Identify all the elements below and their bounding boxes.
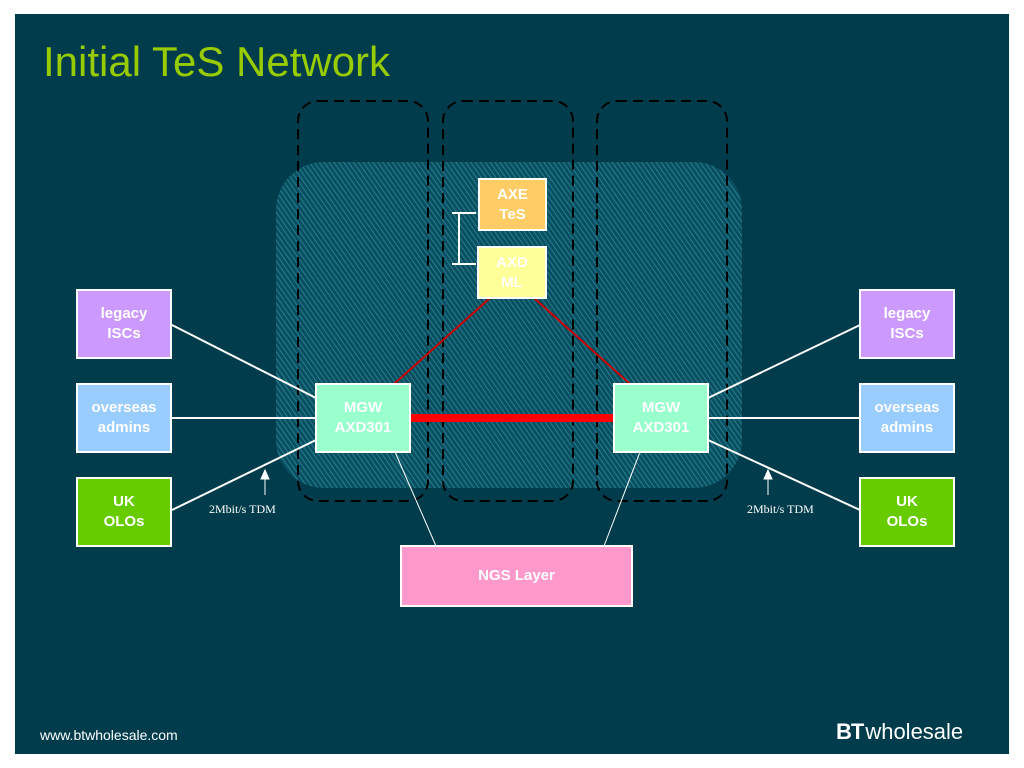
bt-logo-text: wholesale	[865, 719, 964, 744]
left-uk-olos-node: UK OLOs	[76, 477, 172, 547]
link-right-olo	[707, 439, 861, 511]
right-tdm-label: 2Mbit/s TDM	[747, 502, 814, 516]
slide-title: Initial TeS Network	[43, 38, 391, 85]
arrowhead-right-tdm	[763, 468, 773, 480]
arrowhead-left-tdm	[260, 468, 270, 480]
right-legacy-iscs-node: legacy ISCs	[859, 289, 955, 359]
link-axd-mgw-right	[533, 297, 631, 385]
axe-tes-node: AXE TeS	[478, 178, 547, 231]
left-overseas-admins-node: overseas admins	[76, 383, 172, 453]
link-left-isc	[171, 324, 317, 399]
ngs-layer-node: NGS Layer	[400, 545, 633, 607]
bt-logo-mark: BT	[836, 719, 864, 744]
footer-url-link[interactable]: www.btwholesale.com	[40, 727, 178, 743]
axe-axd-bracket	[452, 212, 476, 265]
right-overseas-admins-node: overseas admins	[859, 383, 955, 453]
link-mgw-right-ngs	[603, 451, 641, 547]
link-left-olo	[171, 439, 317, 511]
mgw-left-node: MGW AXD301	[315, 383, 411, 453]
mgw-right-node: MGW AXD301	[613, 383, 709, 453]
link-right-isc	[707, 324, 861, 399]
right-uk-olos-node: UK OLOs	[859, 477, 955, 547]
left-legacy-iscs-node: legacy ISCs	[76, 289, 172, 359]
link-axd-mgw-left	[393, 297, 491, 385]
bt-wholesale-logo: BTwholesale	[836, 719, 963, 745]
axd-ml-node: AXD ML	[477, 246, 547, 299]
left-tdm-label: 2Mbit/s TDM	[209, 502, 276, 516]
link-mgw-left-ngs	[394, 451, 437, 547]
